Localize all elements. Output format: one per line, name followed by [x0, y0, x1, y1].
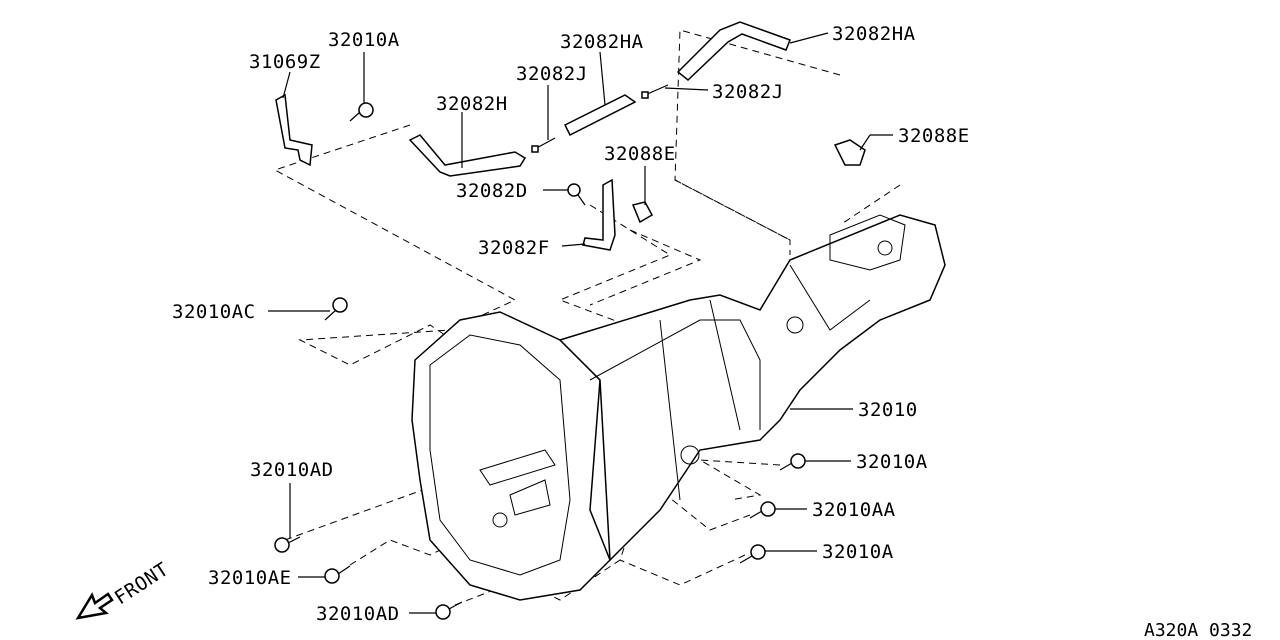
bolt-32010a-top [349, 102, 374, 122]
callout-32082ha-right[interactable]: 32082HA [832, 23, 916, 45]
pipe-32082j-left [531, 137, 556, 153]
hose-32082ha-right [676, 21, 791, 81]
callout-32010[interactable]: 32010 [858, 399, 918, 421]
leader-lines [268, 32, 893, 614]
callout-32082f[interactable]: 32082F [478, 237, 550, 259]
bolt-32010ad-left [274, 536, 301, 553]
callout-32082ha-left[interactable]: 32082HA [560, 31, 644, 53]
callout-32088e-right[interactable]: 32088E [898, 125, 970, 147]
transmission-assembly [411, 214, 946, 601]
callout-32010ae[interactable]: 32010AE [208, 567, 292, 589]
pipe-32082j-right [641, 84, 669, 99]
small-parts [274, 21, 866, 620]
callout-32010ad-left[interactable]: 32010AD [250, 459, 334, 481]
bolt-32010ae [324, 565, 351, 584]
bracket-31069z [275, 93, 313, 167]
callout-32010aa[interactable]: 32010AA [812, 499, 896, 521]
callout-32082j-left[interactable]: 32082J [516, 63, 588, 85]
callout-32082j-right[interactable]: 32082J [712, 81, 784, 103]
bolt-32010aa [749, 501, 776, 519]
callout-31069z[interactable]: 31069Z [249, 51, 321, 73]
hose-32082h [408, 134, 527, 177]
callout-32082h[interactable]: 32082H [436, 93, 508, 115]
callout-32010a-top[interactable]: 32010A [328, 29, 400, 51]
hose-32082ha-left [563, 94, 637, 137]
bracket-32082f [582, 178, 616, 251]
callout-32010ad-bottom[interactable]: 32010AD [316, 603, 400, 625]
callout-32010a-low[interactable]: 32010A [822, 541, 894, 563]
bolt-32010ad-bottom [435, 601, 463, 620]
callout-32010a-mid[interactable]: 32010A [856, 451, 928, 473]
callout-32010ac[interactable]: 32010AC [172, 301, 256, 323]
front-arrow-icon [75, 592, 114, 620]
diagram-code: A320A 0332 [1144, 620, 1252, 640]
front-label: FRONT [111, 558, 173, 609]
bolt-32010a-low [739, 544, 766, 564]
callout-32088e-left[interactable]: 32088E [604, 143, 676, 165]
sensor-32088e-right [833, 139, 866, 166]
bolt-32082d [567, 183, 586, 206]
callout-32082d[interactable]: 32082D [456, 180, 528, 202]
sensor-32088e-left [631, 201, 654, 224]
bolt-32010ac [324, 297, 348, 321]
bolt-32010a-mid [779, 453, 806, 471]
